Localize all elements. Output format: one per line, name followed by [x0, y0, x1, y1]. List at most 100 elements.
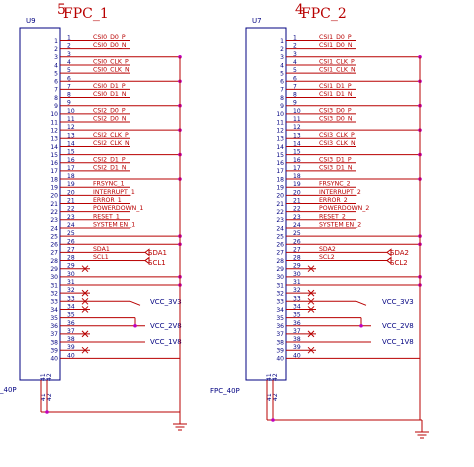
pin-number: 36 — [276, 323, 284, 330]
pin-number: 14 — [293, 140, 301, 147]
pin-number: 7 — [54, 87, 58, 94]
net-label: SDA1 — [93, 246, 110, 253]
pin-number: 30 — [50, 274, 58, 281]
pin-number: 36 — [293, 320, 301, 327]
net-label: CSI1_D0_P — [319, 34, 352, 41]
net-label: CSI3_D0_N — [319, 116, 353, 123]
pin-number: 38 — [50, 339, 58, 346]
pin-number: 7 — [293, 83, 297, 90]
pin-number: 40 — [276, 356, 284, 363]
pin-number: 8 — [67, 92, 71, 99]
pin-number: 23 — [293, 214, 301, 221]
pin-number: 23 — [67, 214, 75, 221]
power-wire — [129, 300, 141, 306]
pin-number: 3 — [54, 54, 58, 61]
pin-number: 5 — [280, 70, 284, 77]
pin-number: 24 — [276, 225, 284, 232]
net-label: CSI3_CLK_N — [319, 140, 356, 147]
net-label: CSI3_D0_P — [319, 107, 352, 114]
pin-number: 17 — [293, 165, 301, 172]
pin-number: 42 — [272, 393, 279, 401]
pin-number: 20 — [50, 193, 58, 200]
net-label: ERROR_2 — [319, 197, 348, 204]
junction-dot — [359, 323, 363, 328]
no-connect-marker — [307, 297, 315, 305]
pin-number: 2 — [54, 46, 58, 53]
pin-number: 14 — [50, 144, 58, 151]
connector-u9: 5 FPC_1 U9 _40P 41 42 41 42 VCC_3V3 VCC_… — [0, 2, 187, 431]
no-connect-marker — [81, 289, 89, 297]
pin-number: 21 — [50, 201, 58, 208]
pin-number: 20 — [276, 193, 284, 200]
pin-number: 7 — [67, 83, 71, 90]
net-label: RESET_2 — [319, 213, 346, 220]
pin-number: 21 — [67, 198, 75, 205]
pin-number: 6 — [293, 75, 297, 82]
offpage-port-label: SCL2 — [390, 259, 408, 267]
pin-number: 22 — [276, 209, 284, 216]
pin-number: 41 — [40, 373, 47, 381]
offpage-port-arrow — [144, 256, 150, 265]
pin-number: 22 — [293, 206, 301, 213]
pin-number: 32 — [293, 287, 301, 294]
pin-number: 5 — [54, 70, 58, 77]
pin-number: 29 — [50, 266, 58, 273]
pin-number: 13 — [67, 132, 75, 139]
pin-number: 36 — [50, 323, 58, 330]
offpage-port-arrow — [144, 248, 150, 257]
power-net-label: VCC_3V3 — [150, 298, 182, 306]
net-label: CSI2_D0_P — [93, 107, 126, 114]
pin-number: 29 — [293, 263, 301, 270]
net-label: SYSTEM EN_2 — [319, 221, 361, 228]
pin-number: 37 — [293, 328, 301, 335]
pin-number: 10 — [67, 108, 75, 115]
pin-number: 40 — [67, 352, 75, 359]
pin-number: 17 — [67, 165, 75, 172]
pin-number: 39 — [293, 344, 301, 351]
pin-number: 17 — [50, 168, 58, 175]
pin-number: 8 — [293, 92, 297, 99]
net-label: CSI1_D1_N — [319, 91, 353, 98]
pin-number: 3 — [293, 51, 297, 58]
pin-number: 22 — [67, 206, 75, 213]
pin-number: 26 — [276, 242, 284, 249]
pin-number: 5 — [67, 67, 71, 74]
no-connect-marker — [307, 330, 315, 338]
component-footprint: _40P — [0, 386, 17, 394]
no-connect-marker — [307, 289, 315, 297]
no-connect-marker — [307, 306, 315, 313]
pin-number: 41 — [40, 393, 47, 401]
pin-number: 24 — [67, 222, 75, 229]
pin-number: 12 — [276, 127, 284, 134]
pin-number: 42 — [46, 373, 53, 381]
pin-number: 9 — [293, 100, 297, 107]
pin-number: 26 — [293, 238, 301, 245]
component-title-prefix: 5 — [57, 2, 66, 18]
component-footprint: FPC_40P — [210, 387, 240, 395]
pin-number: 4 — [293, 59, 297, 66]
pin-number: 30 — [293, 271, 301, 278]
pin-number: 21 — [276, 201, 284, 208]
component-title: FPC_2 — [301, 6, 347, 22]
pin-number: 27 — [67, 246, 75, 253]
pin-number: 28 — [276, 258, 284, 265]
net-label: FRSYNC_2 — [319, 181, 351, 188]
pin-number: 19 — [50, 185, 58, 192]
pin-number: 39 — [67, 344, 75, 351]
offpage-port-arrow — [386, 248, 392, 257]
junction-dot — [133, 323, 137, 328]
net-label: INTERRUPT_1 — [93, 189, 135, 196]
component-ref: U9 — [26, 17, 36, 25]
net-label: CSI2_D0_N — [93, 116, 127, 123]
pin-number: 34 — [67, 303, 75, 310]
pin-number: 5 — [293, 67, 297, 74]
pin-number: 1 — [54, 38, 58, 45]
no-connect-marker — [81, 330, 89, 338]
net-label: CSI3_D1_P — [319, 156, 352, 163]
pin-number: 10 — [293, 108, 301, 115]
net-label: CSI3_CLK_P — [319, 132, 355, 139]
pin-number: 36 — [67, 320, 75, 327]
net-label: CSI2_D1_N — [93, 164, 127, 171]
pin-number: 13 — [293, 132, 301, 139]
pin-number: 32 — [67, 287, 75, 294]
